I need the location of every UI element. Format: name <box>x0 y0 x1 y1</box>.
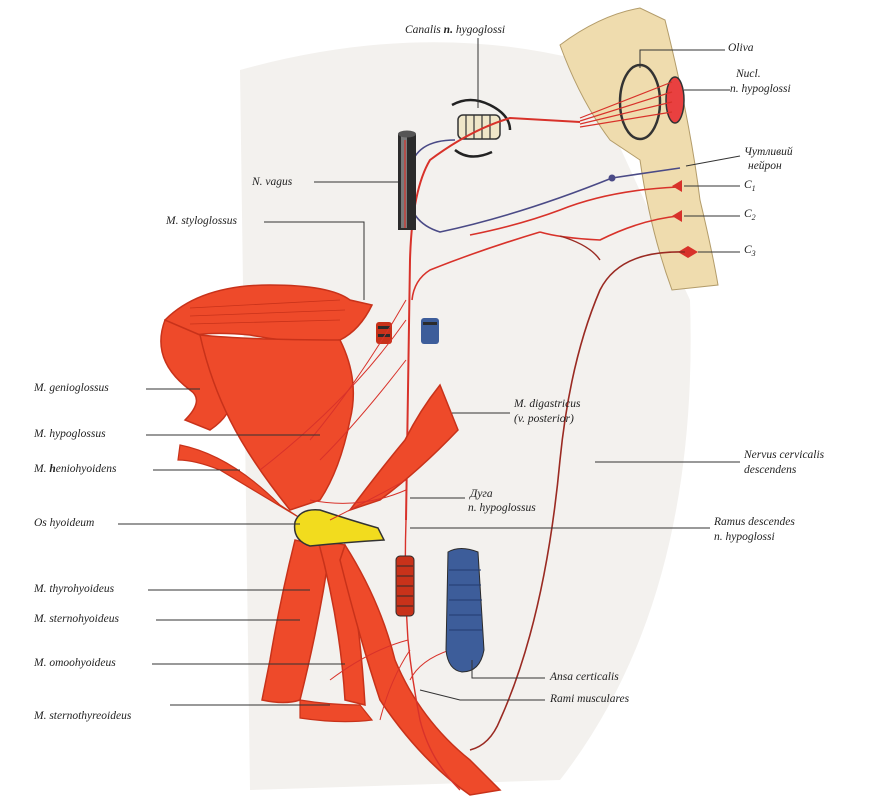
label-n-vagus: N. vagus <box>252 176 293 188</box>
label-canalis-hygoglossi: Canalis n. hygoglossi <box>405 24 506 36</box>
descendens-upper-branch <box>559 235 601 261</box>
sensory-neuron-path <box>407 139 681 233</box>
label-ramus-descendens: Ramus descendes <box>714 516 795 528</box>
label-c2: C2 <box>744 208 756 222</box>
label-m-digastricus: M. digastricus <box>514 398 581 410</box>
label-c3: C3 <box>744 244 756 258</box>
label-duga-2: n. hypoglossus <box>468 502 536 514</box>
label-m-genioglossus: M. genioglossus <box>34 382 109 394</box>
leader-styloglossus <box>264 221 365 300</box>
label-m-sternohyoideus: M. sternohyoideus <box>34 613 119 625</box>
digastricus-muscle <box>347 383 459 512</box>
label-nucl: Nucl. <box>736 68 761 80</box>
hyoglossus-muscle <box>199 334 355 511</box>
cervical-roots <box>411 186 679 301</box>
label-m-heniohyoidens: M. heniohyoidens <box>34 463 117 475</box>
label-oliva: Oliva <box>728 42 754 54</box>
label-m-omoohyoideus: M. omoohyoideus <box>34 657 116 669</box>
label-ramus-descendens-2: n. hypoglossi <box>714 531 775 543</box>
label-m-styloglossus: M. styloglossus <box>166 215 237 227</box>
c1-root-marker <box>672 180 682 192</box>
label-c1: C1 <box>744 179 756 193</box>
label-sensory-neuron: Чутливий <box>744 146 793 158</box>
label-ansa-certicalis: Ansa certicalis <box>550 671 619 683</box>
c2-root-marker <box>672 210 682 222</box>
thyrohyoid-muscle <box>261 539 331 704</box>
leader-lines <box>118 38 741 706</box>
label-duga: Дуга <box>470 488 493 500</box>
leader-rami <box>419 689 545 701</box>
label-nervus-cervicalis: Nervus cervicalis <box>744 449 825 461</box>
tongue-muscles <box>160 284 502 796</box>
mid-vessels <box>376 318 439 344</box>
nervus-cervicalis-descendens-path <box>469 251 686 751</box>
vagus-cylinder <box>398 130 416 230</box>
lower-vessels <box>395 548 485 673</box>
label-m-hypoglossus: M. hypoglossus <box>34 428 106 440</box>
c3-root-marker <box>678 246 698 258</box>
label-rami-musculares: Rami musculares <box>550 693 630 705</box>
label-nucl-name: n. hypoglossi <box>730 83 791 95</box>
label-m-thyrohyoideus: M. thyrohyoideus <box>34 583 115 595</box>
canalis-hypoglossi <box>451 98 512 158</box>
leader-ansa <box>471 660 545 679</box>
label-nervus-cervicalis-2: descendens <box>744 464 797 476</box>
muscular-branches <box>259 299 451 721</box>
label-m-digastricus-2: (v. posterior) <box>514 413 574 425</box>
leader-sensory <box>685 155 741 167</box>
omohyoid-muscle <box>339 543 502 796</box>
hypoglossal-nerve-trunk <box>405 116 581 521</box>
sensory-neuron-dot <box>608 174 616 182</box>
nucleus-hypoglossi-shape <box>665 76 685 124</box>
hyoid-bone <box>293 509 386 547</box>
label-os-hyoideum: Os hyoideum <box>34 517 95 529</box>
nucleus-fibres <box>579 81 673 128</box>
leader-oliva <box>639 49 725 68</box>
geniohyoid-muscle <box>177 444 301 519</box>
label-sensory-neuron-2: нейрон <box>748 160 782 172</box>
label-m-sternothyreoideus: M. sternothyreoideus <box>34 710 132 722</box>
jugular-vein <box>445 548 485 673</box>
